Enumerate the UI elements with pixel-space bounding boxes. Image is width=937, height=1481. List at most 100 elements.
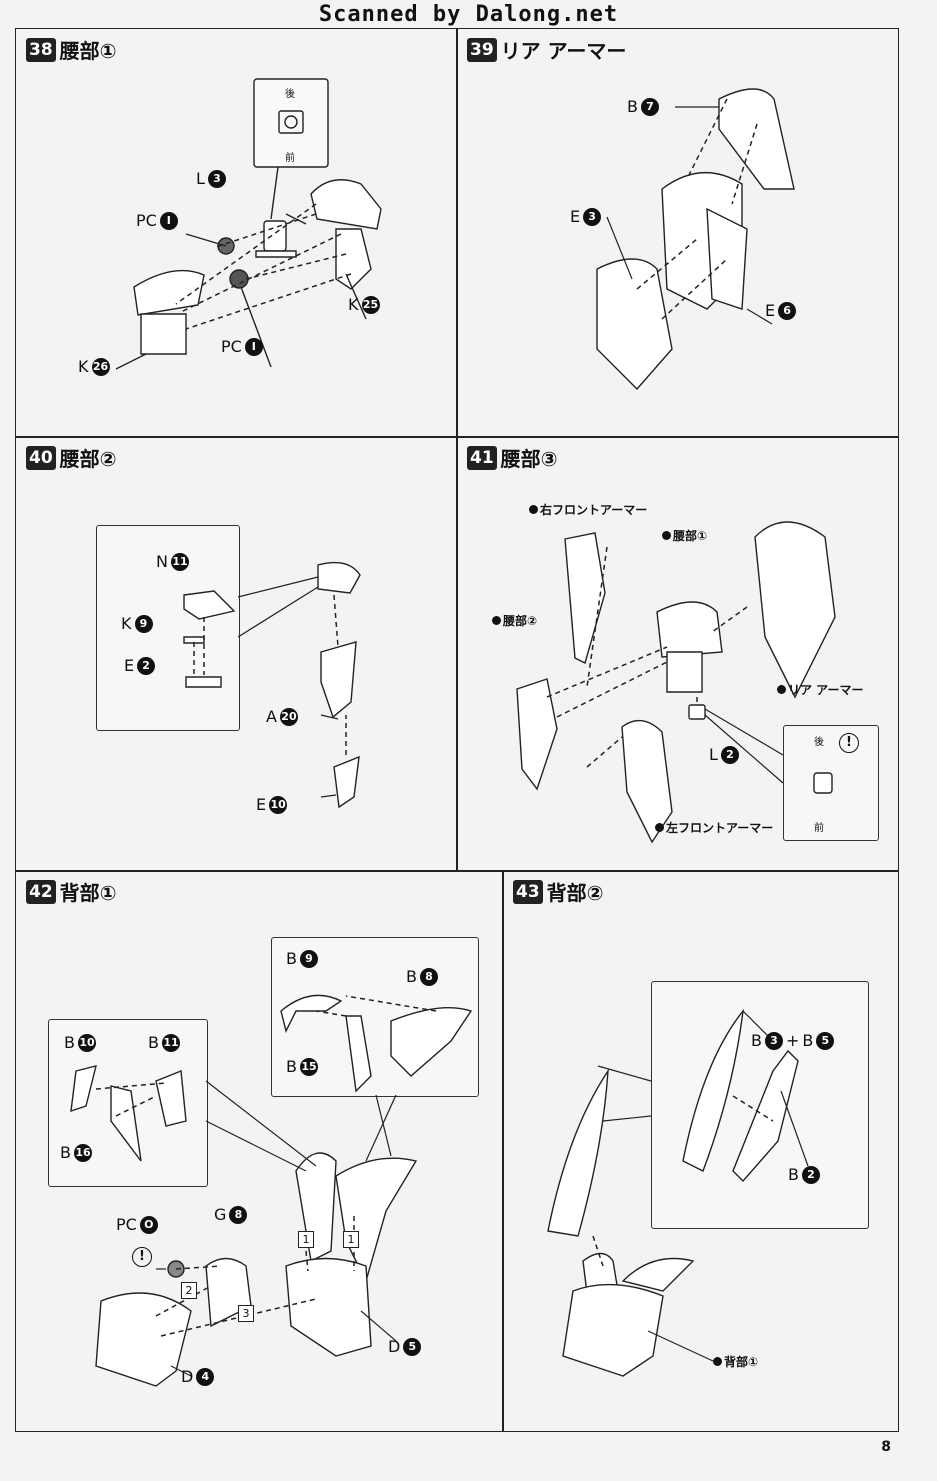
part-number-badge: I xyxy=(159,211,178,230)
runner-letter: PC xyxy=(136,211,157,230)
step-42-header: 42 背部① xyxy=(26,877,117,906)
part-number-badge: 3 xyxy=(583,207,602,226)
runner-letter: B xyxy=(286,1057,297,1076)
runner-letter: D xyxy=(181,1367,194,1386)
warning-icon: ! xyxy=(132,1247,152,1267)
step-41-diagram xyxy=(516,521,836,844)
left-front-armor-label: 左フロントアーマー xyxy=(655,819,773,836)
runner-letter: B xyxy=(751,1031,762,1050)
runner-letter: B xyxy=(286,949,297,968)
part-number-badge: 10 xyxy=(269,795,288,814)
step-number: 41 xyxy=(467,445,497,470)
runner-letter: PC xyxy=(221,337,242,356)
runner-letter: E xyxy=(570,207,581,226)
step-43-diagram xyxy=(547,1008,809,1377)
part-number-badge: 2 xyxy=(801,1165,820,1184)
step-41-panel: 41 腰部③ 右フロントアーマー 腰部① 腰部② リア アーマー xyxy=(456,436,899,872)
runner-letter: B xyxy=(802,1031,814,1050)
order-mark-3: 3 xyxy=(238,1305,254,1322)
step-title: リア アーマー xyxy=(500,39,627,63)
part-number-badge: 2 xyxy=(137,656,156,675)
part-number-badge: 8 xyxy=(229,1205,248,1224)
step-number: 42 xyxy=(26,879,56,904)
runner-letter: A xyxy=(266,707,277,726)
step-title: 腰部③ xyxy=(500,447,558,471)
part-number-badge: 15 xyxy=(299,1057,318,1076)
step-number: 40 xyxy=(26,445,56,470)
part-number-badge: 9 xyxy=(299,949,318,968)
runner-letter: PC xyxy=(116,1215,137,1234)
runner-letter: B xyxy=(627,97,638,116)
order-mark-2: 2 xyxy=(181,1282,197,1299)
runner-letter: L xyxy=(196,169,205,188)
runner-letter: N xyxy=(156,552,168,571)
right-front-armor-label: 右フロントアーマー xyxy=(529,501,647,518)
runner-letter: B xyxy=(60,1143,71,1162)
step-title: 腰部① xyxy=(59,39,117,63)
runner-letter: G xyxy=(214,1205,227,1224)
label-text: 左フロントアーマー xyxy=(666,821,774,835)
watermark: Scanned by Dalong.net xyxy=(318,2,619,27)
step-40-header: 40 腰部② xyxy=(26,443,117,472)
step-40-diagram xyxy=(183,561,361,809)
plus-sign: + xyxy=(785,1031,800,1050)
waist1-label: 腰部① xyxy=(662,527,707,544)
step-number: 38 xyxy=(26,37,56,62)
part-number-badge: 25 xyxy=(361,295,380,314)
label-text: 背部① xyxy=(724,1355,759,1369)
runner-letter: B xyxy=(64,1033,75,1052)
step-title: 腰部② xyxy=(59,447,117,471)
warning-icon: ! xyxy=(839,733,859,753)
runner-letter: K xyxy=(78,357,89,376)
step-38-diagram xyxy=(115,78,382,370)
step-43-header: 43 背部② xyxy=(513,877,604,906)
label-text: リア アーマー xyxy=(788,683,864,697)
label-text: 右フロントアーマー xyxy=(540,503,648,517)
part-number-badge: O xyxy=(139,1215,158,1234)
runner-letter: L xyxy=(709,745,718,764)
step-title: 背部① xyxy=(59,881,117,905)
part-number-badge: 20 xyxy=(279,707,298,726)
step-38-header: 38 腰部① xyxy=(26,35,117,64)
part-number-badge: 6 xyxy=(778,301,797,320)
step-title: 背部② xyxy=(546,881,604,905)
part-number-badge: 2 xyxy=(720,745,739,764)
step-number: 43 xyxy=(513,879,543,904)
runner-letter: E xyxy=(765,301,776,320)
waist2-label: 腰部② xyxy=(492,612,537,629)
runner-letter: K xyxy=(121,614,132,633)
orient-front-label: 前 xyxy=(285,153,295,164)
part-number-badge: 3 xyxy=(764,1031,783,1050)
order-mark-1b: 1 xyxy=(343,1231,359,1248)
runner-letter: B xyxy=(788,1165,799,1184)
part-number-badge: 7 xyxy=(640,97,659,116)
step-38-panel: 38 腰部① 後 xyxy=(15,28,458,438)
part-number-badge: 11 xyxy=(161,1033,180,1052)
runner-letter: B xyxy=(148,1033,159,1052)
step-39-diagram xyxy=(596,88,795,391)
rear-armor-label: リア アーマー xyxy=(777,681,863,698)
